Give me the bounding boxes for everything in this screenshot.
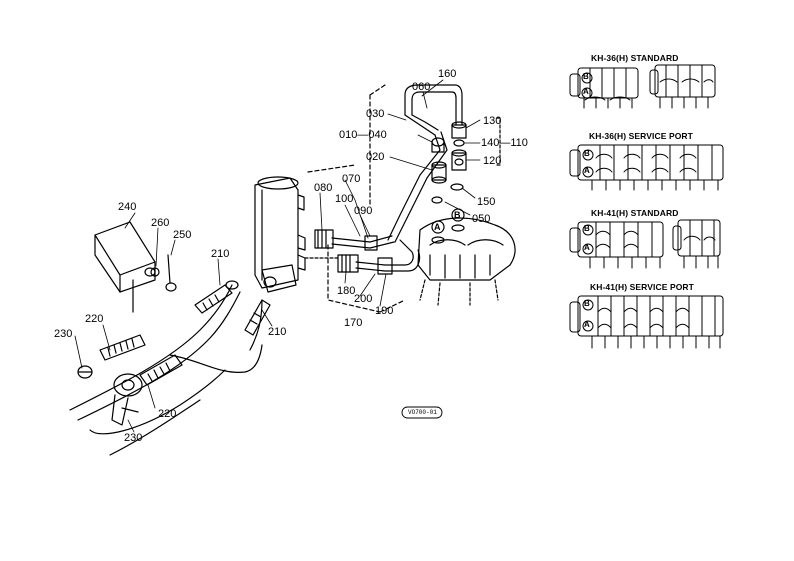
variant-port-letter-b: B [583,72,589,81]
hose-fitting-220-upper [99,334,146,361]
part-label-060: 060 [412,81,431,93]
part-label-120: 120 [483,155,502,167]
hose-fitting-210-upper [194,280,239,314]
variant-kh36-service-drawing [569,144,724,191]
variant-kh36-standard-drawing [569,64,716,109]
variant-title-kh36-standard: KH-36(H) STANDARD [591,53,679,63]
part-label-250: 250 [173,229,192,241]
dashed-frame-170 [307,164,406,313]
port-a-marker [582,243,594,255]
port-letter-b: B [454,210,461,220]
port-b-marker [582,149,594,161]
hose-assembly [69,280,271,456]
clamp-230-upper [77,365,93,379]
part-label-240: 240 [118,201,137,213]
variant-port-letter-a: A [583,87,589,96]
part-label-220-lower: 220 [158,408,177,420]
part-label-140-110: 140—110 [481,137,528,149]
fitting-190 [377,257,393,275]
variant-port-letter-a: A [584,243,590,252]
part-label-230-lower: 230 [124,432,143,444]
bracket-240 [94,221,156,313]
fitting-090 [364,235,378,251]
variant-port-letter-b: B [584,299,590,308]
port-b-marker [582,224,594,236]
part-label-130: 130 [483,115,502,127]
valve-block-right [649,64,716,109]
port-b-marker [582,299,594,311]
part-label-100: 100 [335,193,354,205]
variant-title-kh41-standard: KH-41(H) STANDARD [591,208,679,218]
part-label-190: 190 [375,305,394,317]
valve-bank-section [417,217,516,306]
part-label-220-upper: 220 [85,313,104,325]
fitting-080 [314,229,334,249]
drawing-code: VO700-01 [408,409,437,416]
part-label-210-lower: 210 [268,326,287,338]
fitting-130 [451,121,467,139]
oring-150 [450,183,464,191]
fitting-120 [451,149,467,171]
part-label-160: 160 [438,68,457,80]
drawing-code-capsule [401,406,443,419]
pipe-030 [387,131,448,243]
part-label-150: 150 [477,196,496,208]
part-label-210-upper: 210 [211,248,230,260]
variant-title-kh41-service: KH-41(H) SERVICE PORT [590,282,694,292]
port-letter-a: A [434,222,441,232]
valve-body [254,176,306,293]
port-b-marker [581,72,593,84]
part-label-200: 200 [354,293,373,305]
nut-260 [150,267,160,277]
fitting-020 [431,161,447,184]
fitting-180 [337,254,359,273]
part-label-050: 050 [472,213,491,225]
hose-fitting-220-lower [139,354,183,386]
part-label-010-040: 010—040 [339,129,387,141]
bolt-250 [165,254,177,292]
part-label-090: 090 [354,205,373,217]
variant-title-kh36-service: KH-36(H) SERVICE PORT [589,131,693,141]
part-label-260: 260 [151,217,170,229]
fitting-140 [453,139,465,147]
variant-port-letter-a: A [584,320,590,329]
port-a-marker [431,220,445,244]
variant-port-letter-a: A [584,166,590,175]
leader-lines [74,79,481,433]
variant-port-letter-b: B [584,224,590,233]
valve-block-left [569,67,639,109]
oring-050 [431,196,443,204]
port-a-marker [582,320,594,332]
clamp-230-lower [111,373,143,426]
hose-fitting-210-lower [244,299,271,336]
pipe-070 [331,235,395,249]
port-a-marker [582,166,594,178]
dashed-frame-upper [369,84,386,206]
part-label-080: 080 [314,182,333,194]
variant-port-letter-b: B [584,149,590,158]
port-a-marker [581,87,593,99]
part-label-020: 020 [366,151,385,163]
valve-block-right [672,219,721,269]
part-label-180: 180 [337,285,356,297]
part-label-070: 070 [342,173,361,185]
bracket-110 [496,117,501,166]
variant-kh41-service-drawing [569,295,724,349]
variant-kh41-standard-drawing [569,219,721,269]
valve-block-left [569,221,664,269]
part-label-030: 030 [366,108,385,120]
part-label-230-upper: 230 [54,328,73,340]
part-label-170: 170 [344,317,363,329]
